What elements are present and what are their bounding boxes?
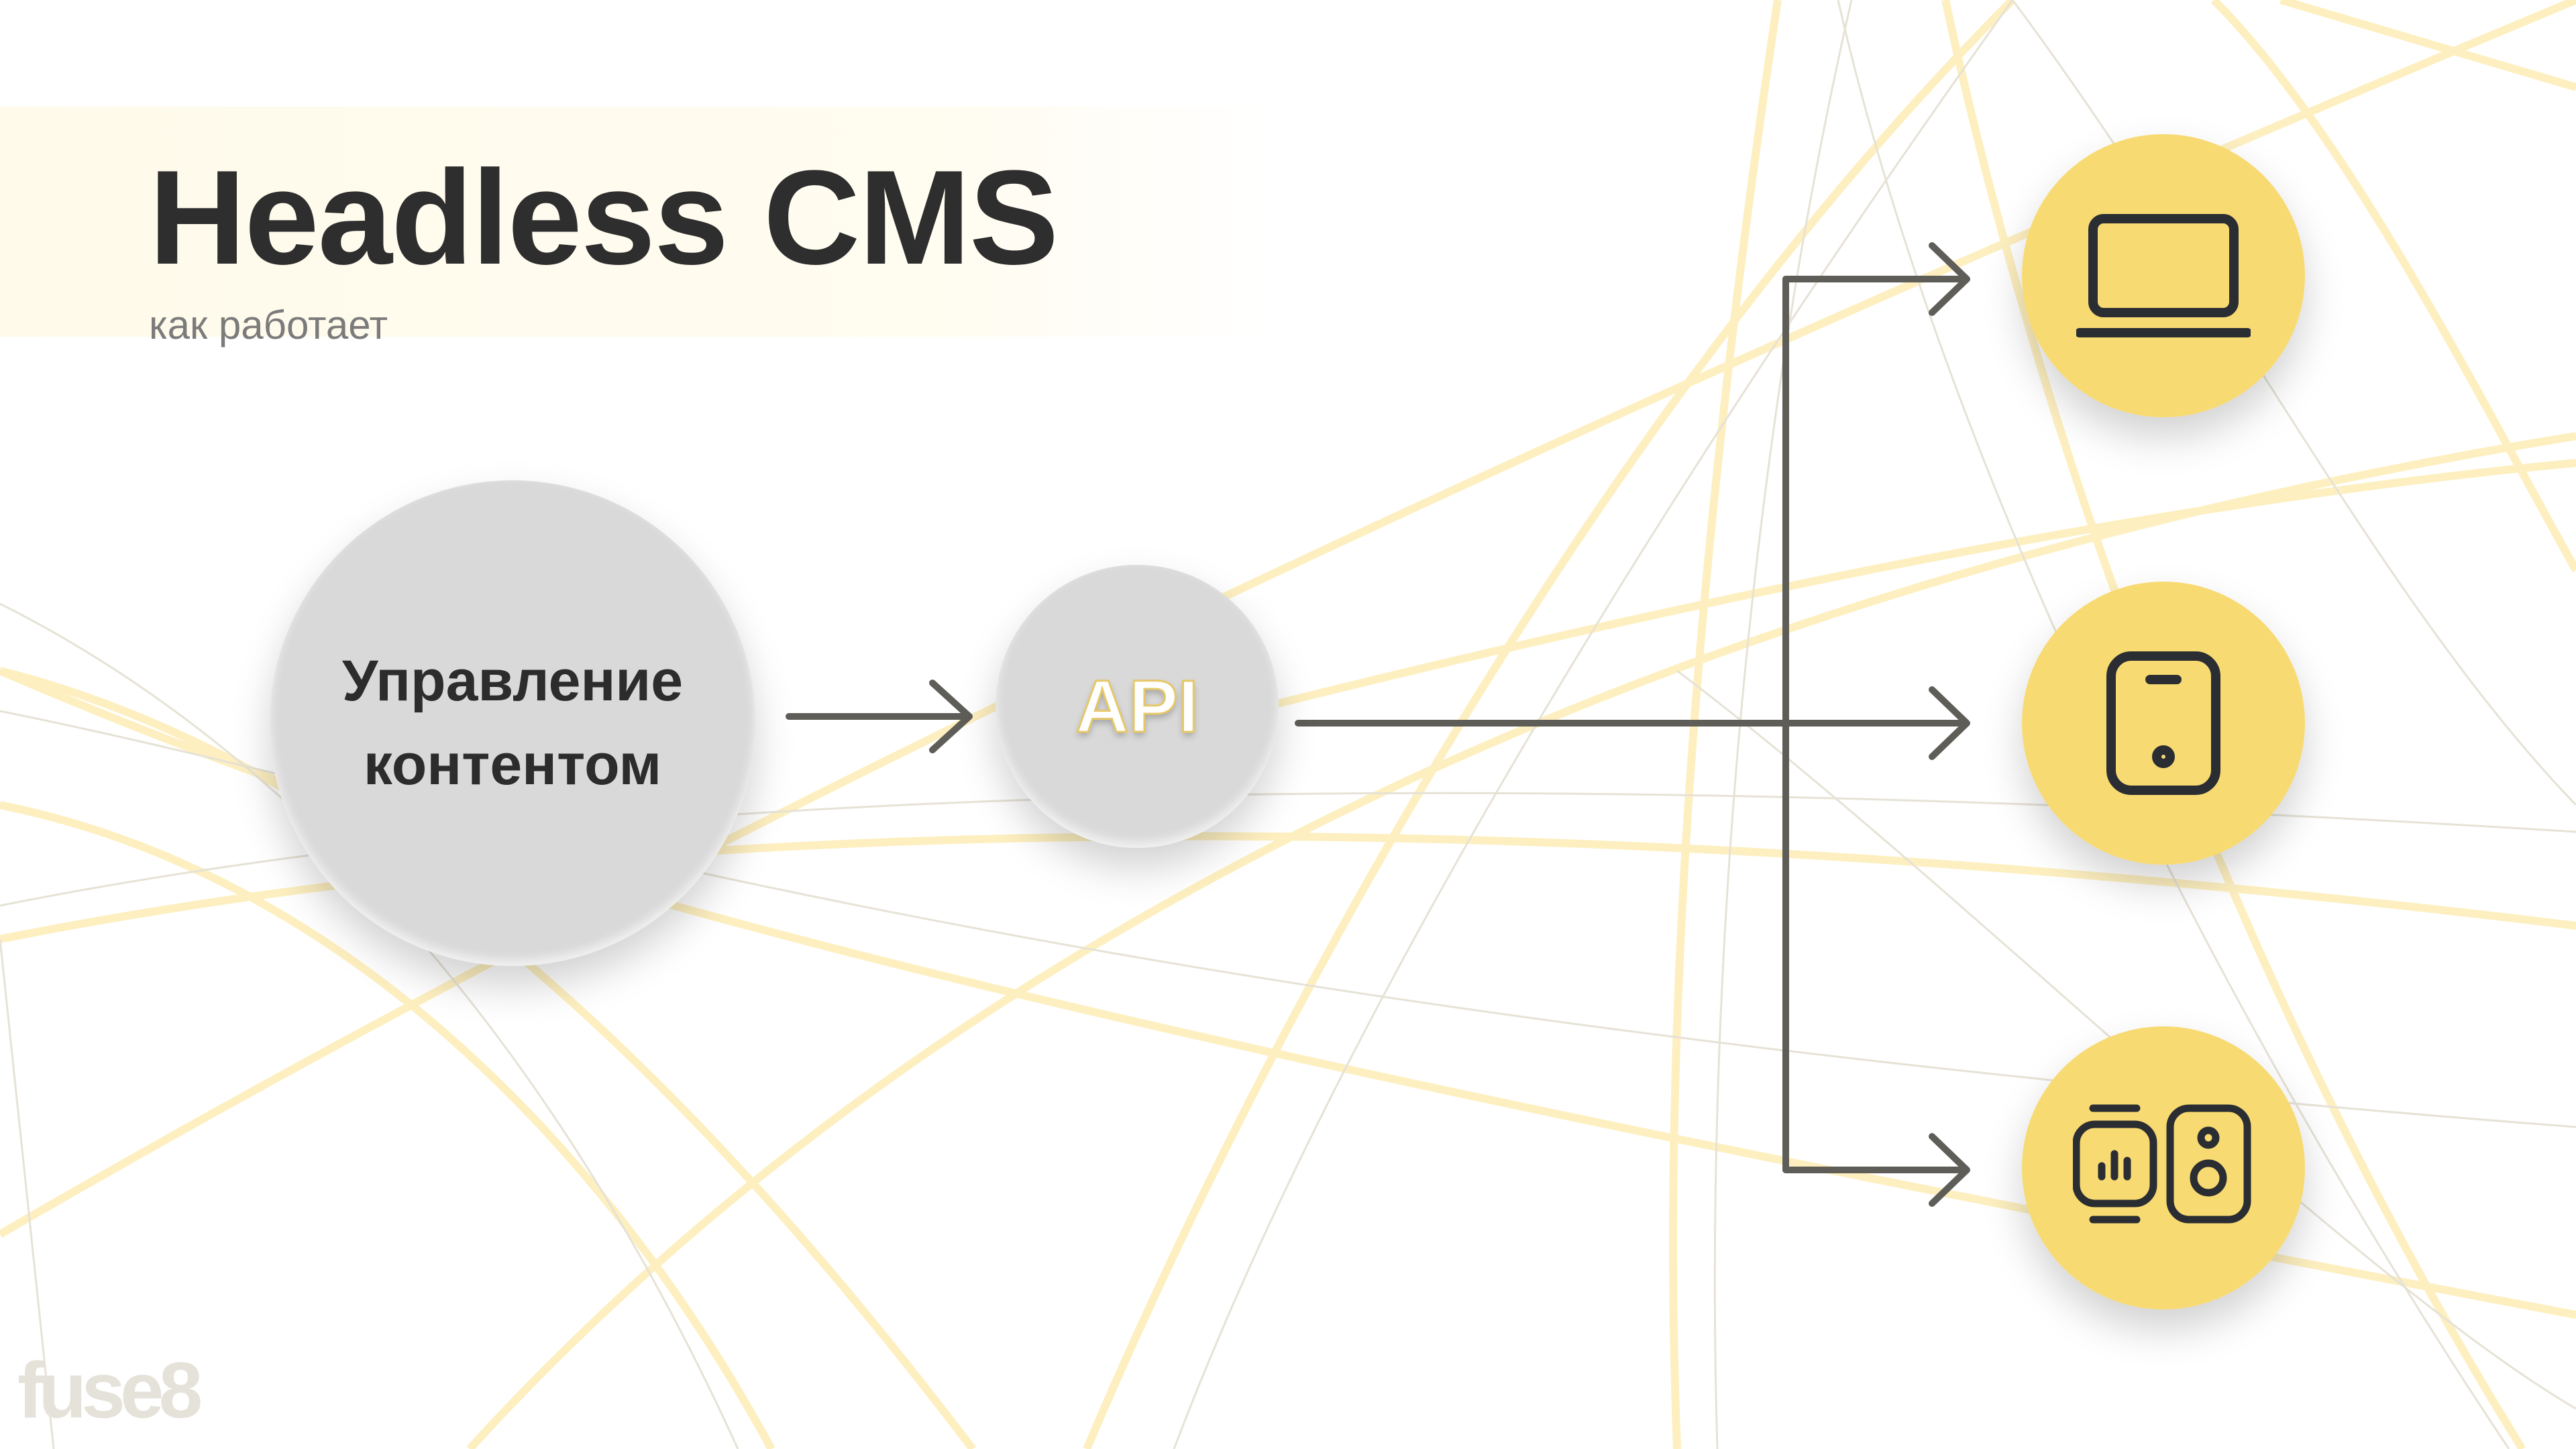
tablet-icon bbox=[2106, 651, 2220, 795]
api-node: API bbox=[996, 565, 1279, 848]
api-label: API bbox=[1075, 664, 1199, 749]
laptop-node bbox=[2022, 134, 2305, 417]
arrow-api-to-tablet bbox=[1295, 686, 1970, 760]
arrow-cms-to-api bbox=[786, 680, 973, 753]
tablet-node bbox=[2022, 582, 2305, 865]
smart-devices-icon bbox=[2073, 1104, 2251, 1224]
title-band bbox=[0, 107, 1268, 337]
laptop-icon bbox=[2076, 214, 2251, 337]
arrow-to-smart-devices bbox=[1782, 1133, 1970, 1207]
page-title: Headless CMS bbox=[149, 143, 1059, 292]
content-management-node: Управление контентом bbox=[270, 480, 755, 966]
cms-label-line1: Управление bbox=[341, 649, 684, 714]
cms-label-line2: контентом bbox=[363, 733, 662, 797]
smart-devices-node bbox=[2022, 1026, 2305, 1309]
fuse8-logo: fuse8 bbox=[17, 1346, 203, 1435]
arrow-to-laptop bbox=[1782, 242, 1970, 316]
page-subtitle: как работает bbox=[149, 303, 388, 347]
